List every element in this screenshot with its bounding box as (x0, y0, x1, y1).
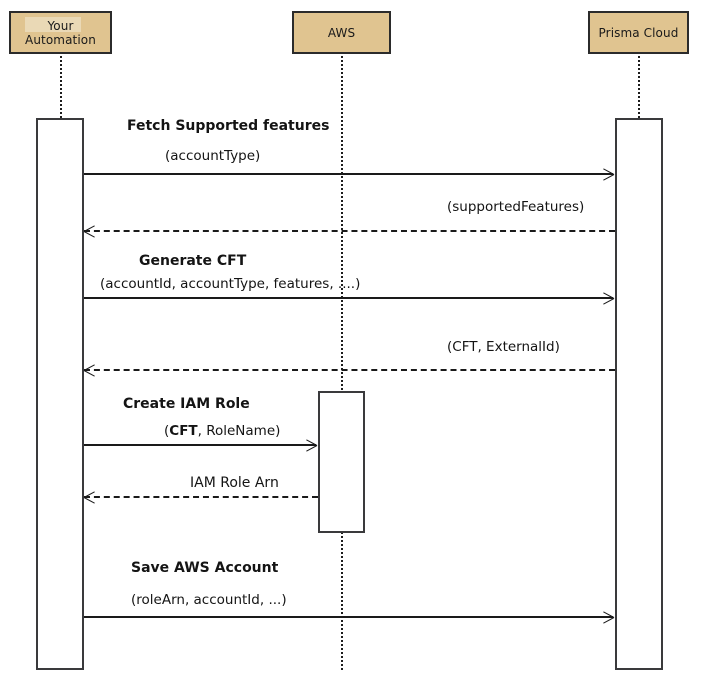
participant-automation[interactable]: Your Automation (9, 11, 112, 54)
participant-automation-label: Your Automation (25, 18, 96, 47)
message-title-save-aws-account: Save AWS Account (131, 560, 279, 576)
message-args-create-iam-role-rest: , RoleName) (197, 423, 281, 439)
message-args-create-iam-role: (CFT, RoleName) (164, 423, 280, 439)
message-line-fetch-supported-features (84, 173, 613, 175)
message-title-generate-cft: Generate CFT (139, 253, 247, 269)
message-title-fetch-supported-features: Fetch Supported features (127, 118, 330, 134)
lifeline-aws (341, 56, 343, 670)
activation-bar-automation (36, 118, 84, 670)
message-args-fetch-supported-features: (accountType) (165, 148, 261, 164)
message-line-supported-features-response (84, 230, 615, 232)
message-args-iam-role-arn-response: IAM Role Arn (190, 475, 279, 491)
activation-bar-prisma (615, 118, 663, 670)
message-line-cft-externalid-response (84, 369, 615, 371)
participant-prisma-cloud[interactable]: Prisma Cloud (588, 11, 689, 54)
message-line-create-iam-role (84, 444, 316, 446)
message-title-create-iam-role: Create IAM Role (123, 396, 250, 412)
participant-prisma-cloud-label: Prisma Cloud (598, 25, 679, 40)
participant-automation-highlight (25, 17, 81, 32)
message-args-create-iam-role-prefix: ( (164, 423, 170, 439)
message-args-cft-externalid-response: (CFT, ExternalId) (447, 339, 560, 355)
message-line-save-aws-account (84, 616, 613, 618)
participant-aws-label: AWS (327, 25, 356, 40)
message-line-generate-cft (84, 297, 613, 299)
message-args-supported-features-response: (supportedFeatures) (447, 199, 585, 215)
message-args-generate-cft: (accountId, accountType, features, ....) (100, 276, 361, 292)
message-line-iam-role-arn-response (84, 496, 318, 498)
activation-bar-aws (318, 391, 365, 533)
message-args-create-iam-role-bold: CFT (169, 423, 198, 439)
message-args-save-aws-account: (roleArn, accountId, ...) (131, 592, 287, 608)
participant-aws[interactable]: AWS (292, 11, 391, 54)
